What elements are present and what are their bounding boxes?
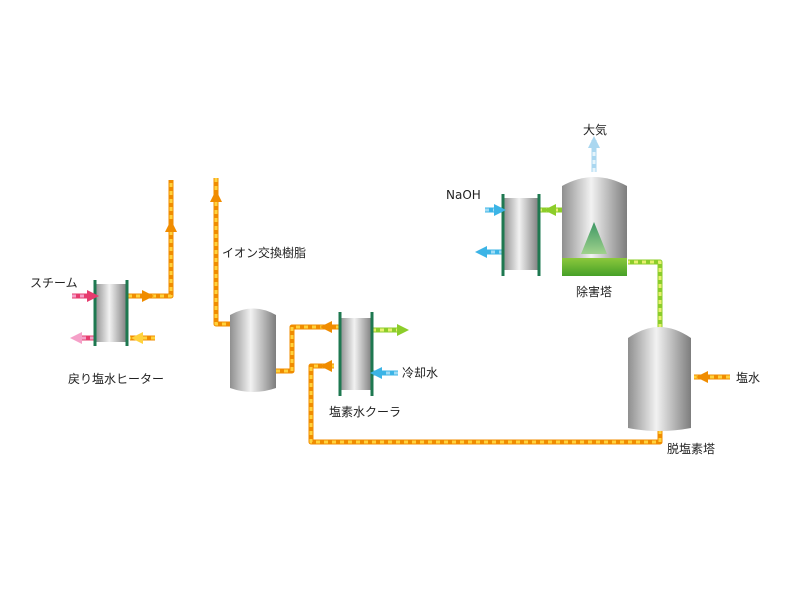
label-return-brine-heater: 戻り塩水ヒーター <box>68 371 164 386</box>
label-steam: スチーム <box>30 276 78 290</box>
arrow-cooling-in-icon <box>370 367 382 379</box>
label-brine: 塩水 <box>736 370 760 385</box>
arrow-heater-in-icon <box>131 332 143 344</box>
dechlorination-tower[interactable] <box>628 327 691 431</box>
naoh-cooler[interactable] <box>501 194 541 276</box>
label-abatement-tower: 除害塔 <box>576 284 612 299</box>
arrow-cooler-in-icon <box>320 360 332 372</box>
packing-bed <box>562 258 627 276</box>
arrow-to-cooler-icon <box>320 321 332 333</box>
label-chlorine-water-cooler: 塩素水クーラ <box>329 404 401 419</box>
arrow-ion-up-icon <box>210 190 222 202</box>
label-atmosphere: 大気 <box>583 122 607 137</box>
label-naoh: NaOH <box>446 188 481 202</box>
arrow-naoh-in-icon <box>494 204 506 216</box>
chlorine-line-tower-link <box>628 259 663 328</box>
arrow-chlorine-out-icon <box>397 324 409 336</box>
spray-nozzle-icon <box>581 222 607 254</box>
arrow-steam-in-icon <box>87 290 99 302</box>
abatement-tower[interactable] <box>562 177 627 276</box>
arrow-scrubber-gas-icon <box>544 204 556 216</box>
arrow-col1-up-icon <box>165 220 177 232</box>
label-dechlorination-tower: 脱塩素塔 <box>667 441 715 456</box>
flow-arrows <box>70 136 708 383</box>
label-cooling-water: 冷却水 <box>402 366 438 380</box>
arrow-heater-out-icon <box>142 290 154 302</box>
chlorine-water-cooler[interactable] <box>338 312 374 396</box>
label-ion-exchange-resin: イオン交換樹脂 <box>222 245 306 260</box>
brine-line-heater-out <box>120 180 174 299</box>
arrow-steam-out-icon <box>70 332 82 344</box>
arrow-naoh-out-icon <box>475 246 487 258</box>
return-brine-heater[interactable] <box>93 280 129 346</box>
arrow-brine-in-icon <box>696 371 708 383</box>
ion-exchange-vessel[interactable] <box>230 308 276 393</box>
arrow-vent-up-icon <box>588 136 600 148</box>
